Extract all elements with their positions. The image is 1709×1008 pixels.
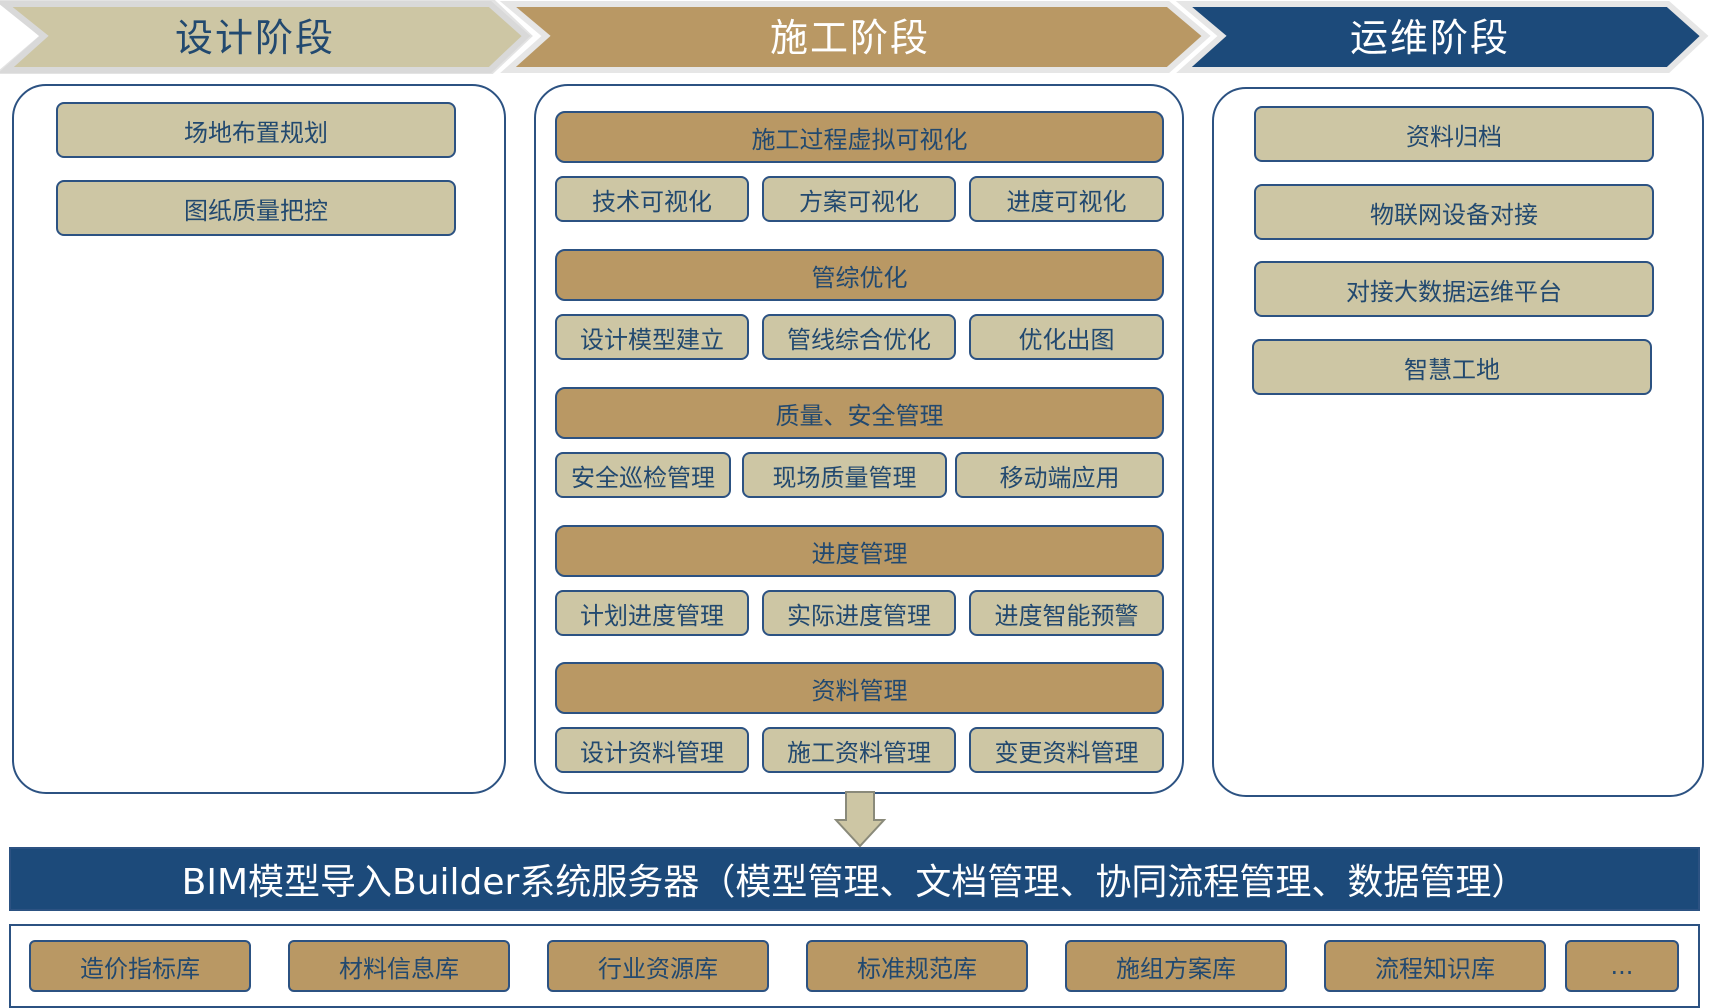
design-item: 场地布置规划 <box>56 102 456 158</box>
operation-item: 智慧工地 <box>1252 339 1652 395</box>
construction-item: 管线综合优化 <box>762 314 956 360</box>
library-item: 施组方案库 <box>1065 940 1287 992</box>
construction-item: 计划进度管理 <box>555 590 749 636</box>
construction-item: 设计资料管理 <box>555 727 749 773</box>
operation-stage-chevron <box>1175 1 1709 73</box>
construction-item: 安全巡检管理 <box>555 452 731 498</box>
construction-item: 实际进度管理 <box>762 590 956 636</box>
construction-item: 进度可视化 <box>969 176 1164 222</box>
construction-item: 施工资料管理 <box>762 727 956 773</box>
construction-item: 技术可视化 <box>555 176 749 222</box>
construction-group-title: 质量、安全管理 <box>555 387 1164 439</box>
construction-group-title: 管综优化 <box>555 249 1164 301</box>
construction-stage-chevron <box>499 0 1211 73</box>
construction-item: 现场质量管理 <box>742 452 947 498</box>
library-item: 材料信息库 <box>288 940 510 992</box>
design-stage-title: 设计阶段 <box>174 16 335 60</box>
construction-item: 方案可视化 <box>762 176 956 222</box>
operation-item: 对接大数据运维平台 <box>1254 261 1654 317</box>
library-item: 标准规范库 <box>806 940 1028 992</box>
library-item: 行业资源库 <box>547 940 769 992</box>
library-item: 流程知识库 <box>1324 940 1546 992</box>
construction-item: 移动端应用 <box>955 452 1164 498</box>
construction-stage-title: 施工阶段 <box>769 16 930 60</box>
operation-item: 资料归档 <box>1254 106 1654 162</box>
construction-group-title: 施工过程虚拟可视化 <box>555 111 1164 163</box>
construction-item: 变更资料管理 <box>969 727 1164 773</box>
construction-group-title: 进度管理 <box>555 525 1164 577</box>
server-band: BIM模型导入Builder系统服务器（模型管理、文档管理、协同流程管理、数据管… <box>9 847 1700 911</box>
operation-item: 物联网设备对接 <box>1254 184 1654 240</box>
construction-item: 优化出图 <box>969 314 1164 360</box>
construction-item: 进度智能预警 <box>969 590 1164 636</box>
down-arrow-icon <box>833 791 887 848</box>
construction-group-title: 资料管理 <box>555 662 1164 714</box>
stage-chevrons <box>0 0 1709 74</box>
construction-item: 设计模型建立 <box>555 314 749 360</box>
library-item: 造价指标库 <box>29 940 251 992</box>
operation-stage-title: 运维阶段 <box>1349 16 1510 60</box>
design-item: 图纸质量把控 <box>56 180 456 236</box>
library-item-more: ... <box>1565 940 1679 992</box>
